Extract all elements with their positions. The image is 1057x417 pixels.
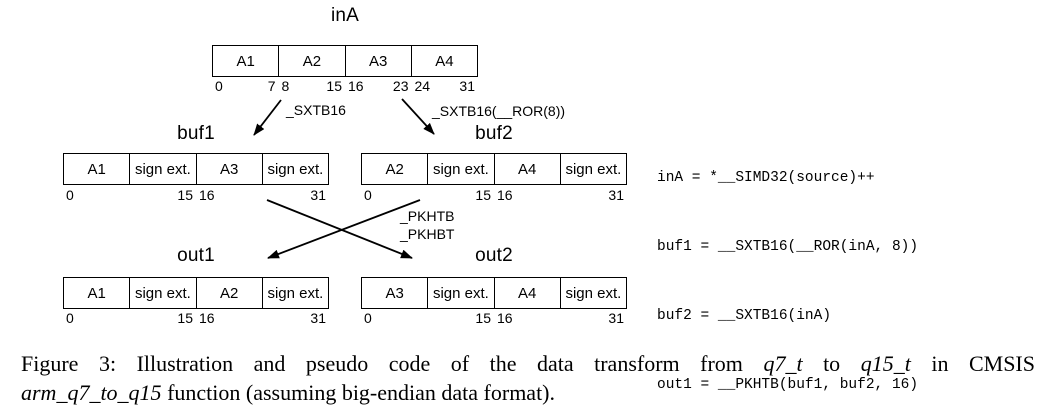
- bit-label: 31: [459, 78, 475, 94]
- pkhtb-label: _PKHTB: [400, 208, 455, 224]
- bit-label: 24: [414, 78, 431, 94]
- bit-label: 0: [66, 187, 74, 203]
- register-buf1-box: A1 sign ext. A3 sign ext.: [63, 153, 329, 185]
- register-out1-box: A1 sign ext. A2 sign ext.: [63, 277, 329, 309]
- code-line: buf2 = __SXTB16(inA): [657, 308, 832, 324]
- register-cell: A3: [385, 284, 404, 302]
- register-cell: A4: [410, 46, 477, 76]
- register-cell: A1: [236, 52, 255, 70]
- bit-label: 16: [199, 187, 215, 203]
- register-cell: A4: [493, 154, 560, 184]
- bit-label: 8: [281, 78, 290, 94]
- bit-segment: 0 15: [361, 187, 494, 203]
- register-cell: sign ext.: [559, 278, 626, 308]
- bit-segment: 16 31: [494, 310, 627, 326]
- register-ina-bits: 0 7 8 15 16 23 24 31: [212, 78, 478, 94]
- register-out1-label: out1: [177, 245, 215, 266]
- bit-segment: 0 15: [361, 310, 494, 326]
- bit-label: 31: [608, 187, 624, 203]
- register-buf2-bits: 0 15 16 31: [361, 187, 627, 203]
- caption-text: function (assuming big-endian data forma…: [161, 380, 556, 405]
- register-ina-box: A1 A2 A3 A4: [212, 45, 478, 77]
- register-cell: sign ext.: [427, 278, 493, 308]
- bit-label: 0: [66, 310, 74, 326]
- caption-math-funcname: arm_q7_to_q15: [21, 380, 162, 405]
- bit-label: 0: [364, 310, 372, 326]
- register-cell: A2: [385, 160, 404, 178]
- register-out1-bits: 0 15 16 31: [63, 310, 329, 326]
- caption-line-1: Figure 3: Illustration and pseudo code o…: [21, 349, 1035, 378]
- caption-math-q15t: q15_t: [860, 351, 911, 376]
- sxtb16-right-label: _SXTB16(__ROR(8)): [432, 103, 566, 119]
- bit-label: 31: [310, 310, 326, 326]
- code-line: out1 = __PKHTB(buf1, buf2, 16): [657, 377, 919, 393]
- bit-label: 15: [475, 310, 491, 326]
- register-ina-label: inA: [330, 5, 360, 26]
- caption-text: to: [802, 351, 861, 376]
- bit-label: 15: [326, 78, 342, 94]
- register-cell: A2: [195, 278, 262, 308]
- register-cell: A2: [278, 46, 344, 76]
- register-cell: A1: [87, 160, 106, 178]
- register-out2-bits: 0 15 16 31: [361, 310, 627, 326]
- caption-math-q7t: q7_t: [763, 351, 803, 376]
- register-cell: sign ext.: [427, 154, 493, 184]
- register-cell: A3: [344, 46, 411, 76]
- register-cell: sign ext.: [559, 154, 626, 184]
- bit-segment: 0 15: [63, 310, 196, 326]
- caption-text: Figure 3: Illustration and pseudo code o…: [21, 351, 764, 376]
- bit-label: 16: [348, 78, 364, 94]
- bit-label: 16: [497, 310, 513, 326]
- bit-segment: 0 7: [212, 78, 279, 94]
- register-buf2-box: A2 sign ext. A4 sign ext.: [361, 153, 627, 185]
- register-buf1-bits: 0 15 16 31: [63, 187, 329, 203]
- register-cell: A3: [195, 154, 262, 184]
- code-line: buf1 = __SXTB16(__ROR(inA, 8)): [657, 239, 919, 255]
- bit-label: 15: [177, 187, 193, 203]
- bit-segment: 16 31: [196, 187, 329, 203]
- bit-label: 31: [608, 310, 624, 326]
- bit-segment: 16 31: [494, 187, 627, 203]
- bit-label: 31: [310, 187, 326, 203]
- bit-label: 16: [497, 187, 513, 203]
- register-cell: A1: [87, 284, 106, 302]
- register-out2-label: out2: [475, 245, 513, 266]
- register-cell: sign ext.: [129, 278, 195, 308]
- code-line: inA = *__SIMD32(source)++: [657, 170, 875, 186]
- pkhbt-label: _PKHBT: [400, 226, 455, 242]
- bit-segment: 24 31: [412, 78, 479, 94]
- sxtb16-left-label: _SXTB16: [286, 102, 346, 118]
- register-cell: sign ext.: [129, 154, 195, 184]
- bit-segment: 8 15: [279, 78, 346, 94]
- register-buf2-label: buf2: [475, 123, 513, 144]
- bit-label: 23: [392, 78, 409, 94]
- figure-caption: Figure 3: Illustration and pseudo code o…: [21, 349, 1035, 407]
- bit-label: 15: [475, 187, 491, 203]
- bit-label: 7: [267, 78, 276, 94]
- bit-label: 0: [215, 78, 223, 94]
- bit-label: 0: [364, 187, 372, 203]
- bit-segment: 16 23: [345, 78, 412, 94]
- bit-label: 15: [177, 310, 193, 326]
- bit-segment: 0 15: [63, 187, 196, 203]
- bit-label: 16: [199, 310, 215, 326]
- pseudo-code-block: inA = *__SIMD32(source)++ buf1 = __SXTB1…: [657, 121, 918, 417]
- caption-line-2: arm_q7_to_q15 function (assuming big-end…: [21, 378, 1035, 407]
- register-out2-box: A3 sign ext. A4 sign ext.: [361, 277, 627, 309]
- register-cell: sign ext.: [261, 278, 328, 308]
- register-cell: A4: [493, 278, 560, 308]
- register-buf1-label: buf1: [177, 123, 215, 144]
- caption-text: in CMSIS: [910, 351, 1035, 376]
- register-cell: sign ext.: [261, 154, 328, 184]
- bit-segment: 16 31: [196, 310, 329, 326]
